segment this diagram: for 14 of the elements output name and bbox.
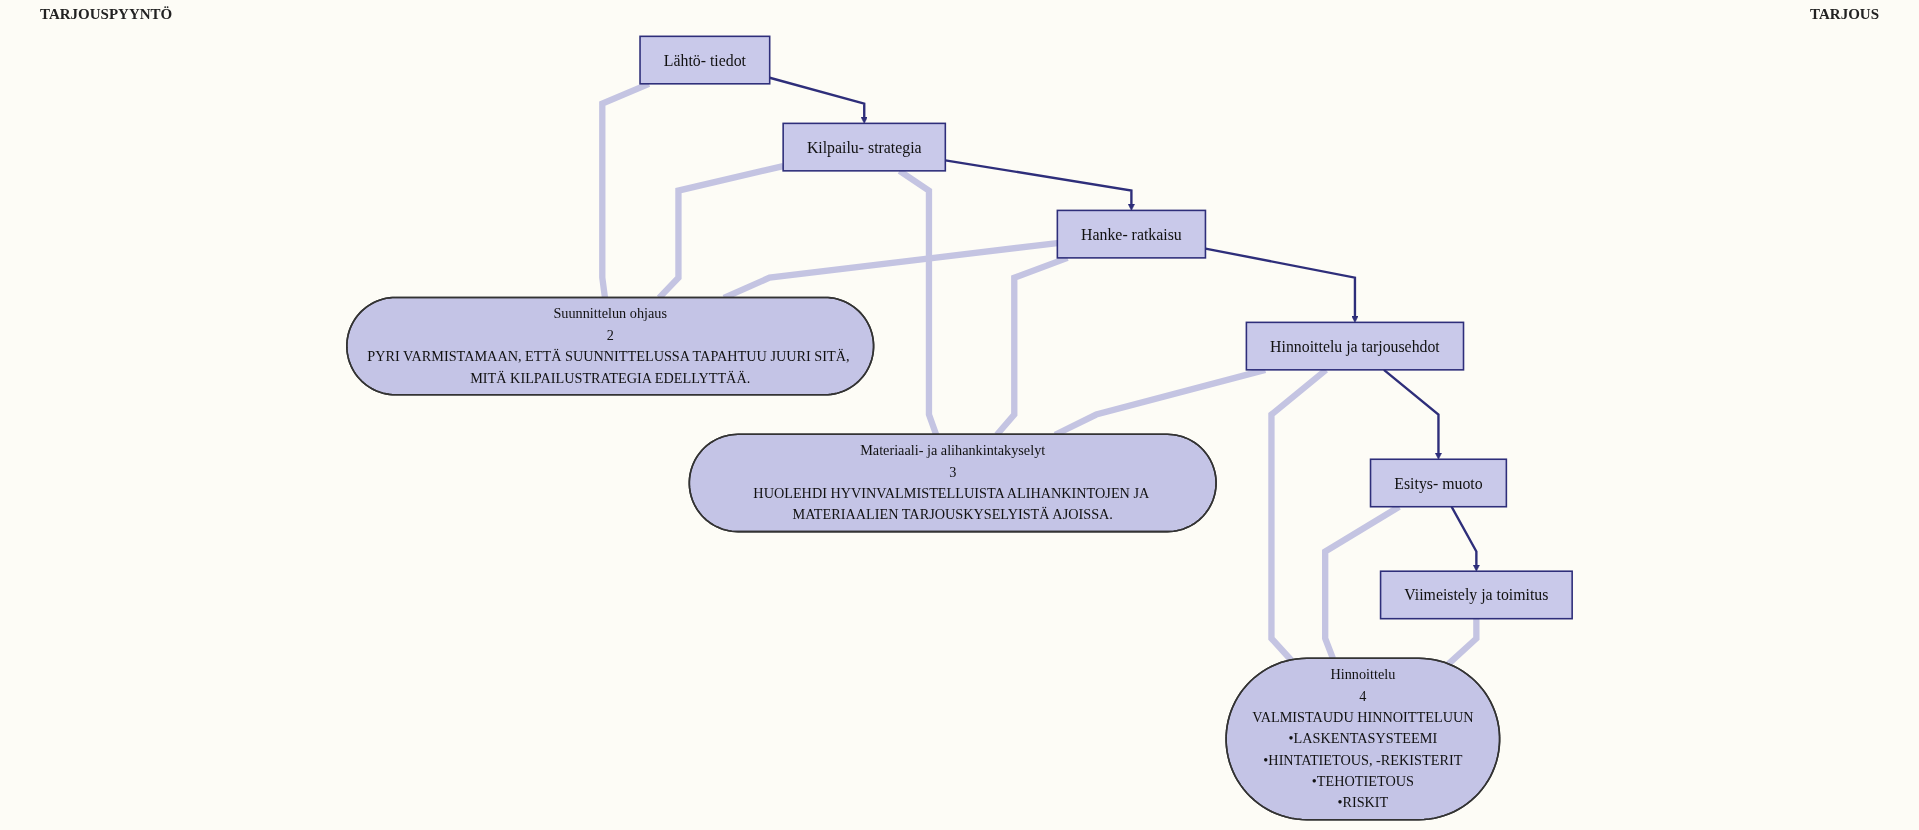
node-box: Kilpailu- strategia xyxy=(782,122,947,172)
node-box: Lähtö- tiedot xyxy=(639,35,771,85)
arrow xyxy=(769,76,868,124)
arrow xyxy=(1450,506,1480,572)
node-box: Esitys- muoto xyxy=(1369,458,1508,508)
timeline-label: TARJOUS xyxy=(1810,6,1879,24)
connector xyxy=(1446,618,1480,667)
node-box: Hanke- ratkaisu xyxy=(1056,209,1207,259)
timeline-label: TARJOUSPYYNTÖ xyxy=(40,6,173,24)
arrow xyxy=(1383,368,1442,460)
node-box: Viimeistely ja toimitus xyxy=(1379,570,1573,620)
arrow xyxy=(945,159,1135,211)
arrow xyxy=(1205,247,1359,323)
node-box: Hinnoittelu ja tarjousehdot xyxy=(1245,321,1465,371)
